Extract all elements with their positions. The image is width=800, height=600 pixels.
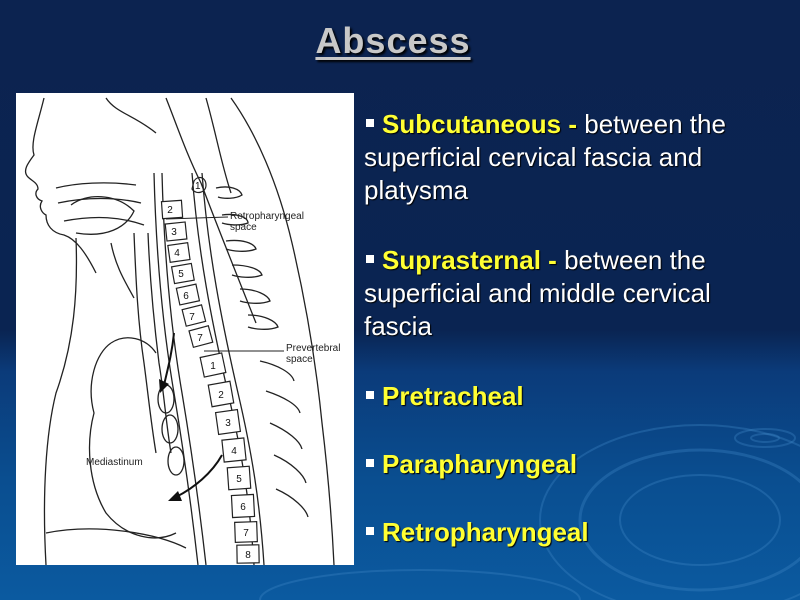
cervical-number-7: 7 xyxy=(197,333,203,344)
bullet-item-subcutaneous: Subcutaneous - between the superficial c… xyxy=(364,108,784,207)
bullet-term: Suprasternal xyxy=(382,245,541,275)
thoracic-number: 3 xyxy=(225,418,231,429)
bullet-square-icon xyxy=(366,527,374,536)
thoracic-number: 2 xyxy=(218,390,224,401)
bullet-item-suprasternal: Suprasternal - between the superficial a… xyxy=(364,244,784,343)
thoracic-number: 4 xyxy=(231,446,237,457)
svg-text:1: 1 xyxy=(195,181,201,192)
label-prevertebral: Prevertebral xyxy=(286,343,340,354)
bullet-item-pretracheal: Pretracheal xyxy=(364,380,784,413)
label-retropharyngeal-space: space xyxy=(230,222,257,233)
thoracic-number: 7 xyxy=(243,528,249,539)
cervical-number: 2 xyxy=(167,205,173,216)
bullet-item-retropharyngeal: Retropharyngeal xyxy=(364,516,784,549)
bullet-square-icon xyxy=(366,255,374,264)
cervical-number: 4 xyxy=(174,248,180,259)
bullet-item-parapharyngeal: Parapharyngeal xyxy=(364,448,784,481)
label-prevertebral-space: space xyxy=(286,354,313,365)
slide-title-text: Abscess xyxy=(315,20,471,61)
thoracic-number: 1 xyxy=(210,361,216,372)
cervical-number: 6 xyxy=(183,291,189,302)
bullet-term: Subcutaneous xyxy=(382,109,562,139)
slide-title: Abscess xyxy=(0,20,786,62)
thoracic-number: 8 xyxy=(245,550,251,561)
bullet-description: between the superficial cervical fascia … xyxy=(364,109,726,205)
anatomy-illustration: 1 2 3 4 5 6 7 7 1 2 3 4 5 6 7 8 7 xyxy=(16,93,354,565)
bullet-separator: - xyxy=(540,245,565,275)
thoracic-number: 6 xyxy=(240,502,246,513)
cervical-number: 5 xyxy=(178,269,184,280)
label-retropharyngeal: Retropharyngeal xyxy=(230,211,304,222)
bullet-separator: - xyxy=(561,109,585,139)
bullet-term: Parapharyngeal xyxy=(382,449,578,479)
bullet-term: Pretracheal xyxy=(382,381,524,411)
bullet-term: Retropharyngeal xyxy=(382,517,589,547)
bullet-square-icon xyxy=(366,391,374,400)
thoracic-number: 5 xyxy=(236,474,242,485)
bullet-description: between the superficial and middle cervi… xyxy=(364,245,711,341)
cervical-number: 3 xyxy=(171,227,177,238)
cervical-number: 7 xyxy=(189,312,195,323)
label-mediastinum: Mediastinum xyxy=(86,457,143,468)
bullet-square-icon xyxy=(366,459,374,468)
bullet-square-icon xyxy=(366,119,374,128)
neck-sagittal-diagram: 1 2 3 4 5 6 7 7 1 2 3 4 5 6 7 8 7 xyxy=(24,97,340,565)
